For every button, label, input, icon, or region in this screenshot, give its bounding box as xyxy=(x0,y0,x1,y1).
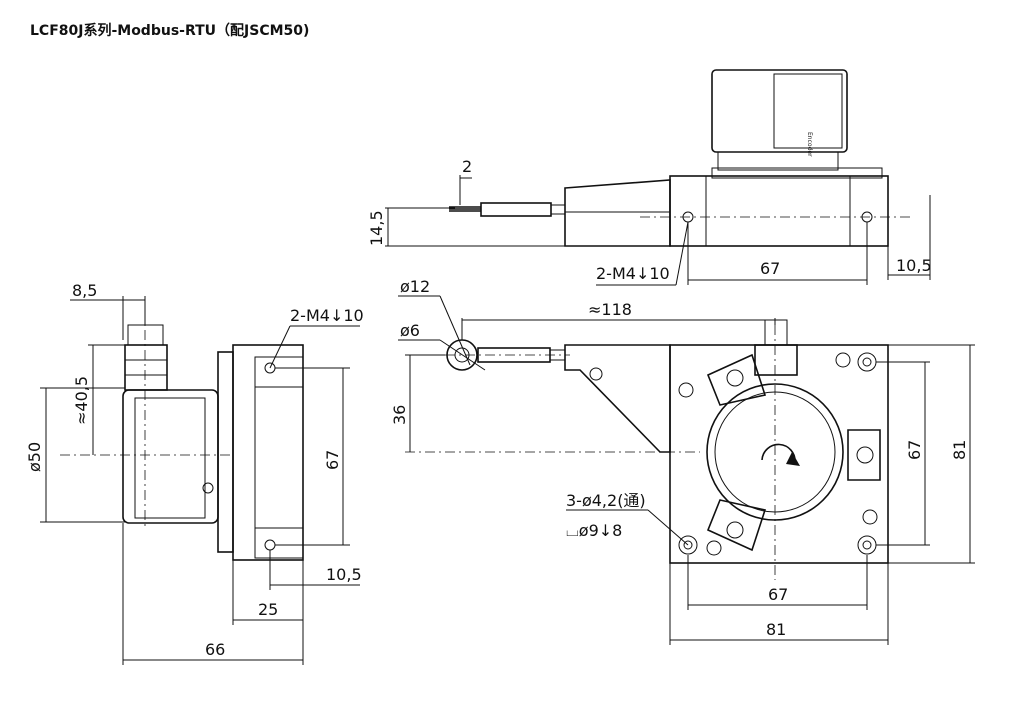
dim-label: 14,5 xyxy=(367,210,386,246)
dim-label: 67 xyxy=(768,585,788,604)
wire-rod xyxy=(480,202,552,217)
dim-label: 2-M4↓10 xyxy=(596,264,670,283)
dim-label: 66 xyxy=(205,640,225,659)
encoder-label-plate xyxy=(773,73,843,149)
dim-label: 81 xyxy=(950,440,969,460)
top-view: Encoder 2 14,5 2-M4↓10 xyxy=(367,69,932,286)
screw xyxy=(835,352,851,368)
connector-nut xyxy=(124,344,168,391)
connector-cap xyxy=(127,324,164,346)
dim-label: ⌴ø9↓8 xyxy=(566,521,622,540)
clamp xyxy=(706,499,767,552)
dim-label: 67 xyxy=(905,440,924,460)
dim-label: 25 xyxy=(258,600,278,619)
dim-label: 2 xyxy=(462,157,472,176)
screw xyxy=(862,509,878,525)
encoder-flange xyxy=(717,151,839,171)
screw xyxy=(706,540,722,556)
housing-body xyxy=(669,175,889,247)
rotation-arrow xyxy=(761,443,796,463)
dim-label: 67 xyxy=(760,259,780,278)
dim-label: 10,5 xyxy=(896,256,932,275)
mount-hole xyxy=(264,539,276,551)
page-title: LCF80J系列-Modbus-RTU（配JSCM50) xyxy=(30,23,310,39)
wire-bracket xyxy=(564,344,671,453)
dim-label: ≈40,5 xyxy=(72,376,91,425)
connector-nut xyxy=(754,344,798,376)
dim-label: ø6 xyxy=(400,321,420,340)
dim-label: ≈118 xyxy=(588,300,632,319)
dim-label: 36 xyxy=(390,405,409,425)
encoder-base xyxy=(711,167,883,179)
wire-guide xyxy=(564,179,671,247)
dim-label: 81 xyxy=(766,620,786,639)
clamp xyxy=(847,429,881,481)
dim-label: 2-M4↓10 xyxy=(290,306,364,325)
dim-label: 10,5 xyxy=(326,565,362,584)
housing-flange xyxy=(217,351,234,553)
encoder-head xyxy=(711,69,848,153)
dim-label: 3-ø4,2(通) xyxy=(566,491,646,510)
front-view: ø12 ø6 ≈118 36 67 81 3-ø4,2(通) ⌴ø9↓8 67 xyxy=(390,277,975,645)
dim-label: 8,5 xyxy=(72,281,97,300)
left-view: 8,5 2-M4↓10 ≈40,5 ø50 67 10,5 25 66 xyxy=(25,281,364,665)
dim-label: ø12 xyxy=(400,277,430,296)
mount-hole xyxy=(857,535,877,555)
housing-plate xyxy=(669,344,889,564)
drum-outer xyxy=(706,383,844,521)
clamp xyxy=(706,353,767,406)
dim-label: ø50 xyxy=(25,442,44,472)
encoder-label-text: Encoder xyxy=(806,132,813,157)
screw xyxy=(678,382,694,398)
mount-hole xyxy=(857,352,877,372)
drum-inner xyxy=(714,391,836,513)
encoder-side xyxy=(122,389,219,524)
dim-label: 67 xyxy=(323,450,342,470)
mount-hole xyxy=(678,535,698,555)
housing-side xyxy=(232,344,304,561)
